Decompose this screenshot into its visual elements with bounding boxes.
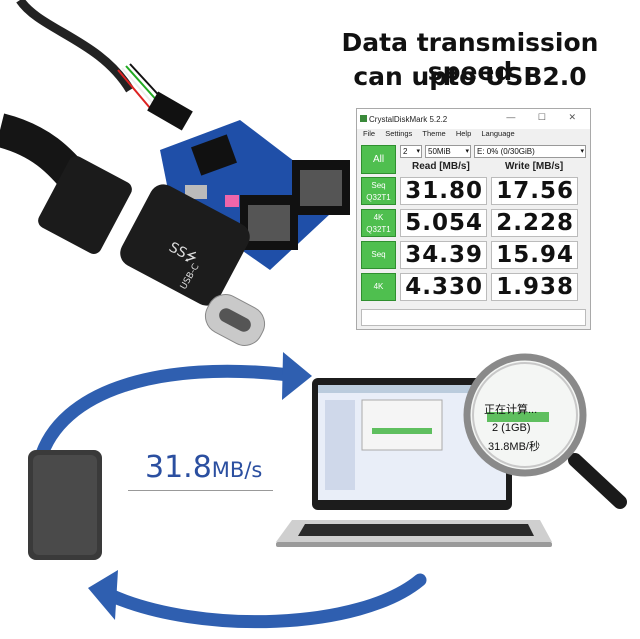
read-value-seq-q32t1: 31.80 [400, 177, 487, 205]
seq-q32t1-button[interactable]: Seq Q32T1 [361, 177, 396, 205]
row-label-top: 4K [373, 213, 384, 222]
read-value-seq: 34.39 [400, 241, 487, 269]
arrow-bottom [103, 573, 427, 629]
adapter-body [120, 184, 250, 306]
wire-red [117, 69, 151, 109]
transfer-illustration [28, 352, 627, 629]
drive-value: E: 0% (0/30GiB) [477, 147, 535, 156]
magnifier-status: 正在计算... [484, 404, 538, 416]
crystaldiskmark-window: CrystalDiskMark 5.2.2 — ☐ ✕ File Setting… [356, 108, 591, 330]
seq-button[interactable]: Seq [361, 241, 396, 269]
pcb-cap [225, 195, 239, 207]
usb-a-plug [38, 156, 132, 254]
menu-settings[interactable]: Settings [385, 129, 413, 138]
magnifier-speed: 31.8MB/秒 [488, 441, 540, 453]
row-label-top: Seq [371, 250, 386, 259]
cdm-comment-field[interactable] [361, 309, 586, 326]
menu-language[interactable]: Language [481, 129, 515, 138]
write-value-seq: 15.94 [491, 241, 578, 269]
menu-file[interactable]: File [363, 129, 376, 138]
cdm-title: CrystalDiskMark 5.2.2 [369, 115, 448, 124]
speed-underline [128, 490, 273, 491]
chevron-down-icon: ▾ [580, 148, 584, 155]
wire-white [121, 67, 156, 107]
minimize-button[interactable]: — [506, 112, 526, 122]
read-header: Read [MB/s] [412, 161, 470, 172]
write-header: Write [MB/s] [505, 161, 564, 172]
write-value-4k: 1.938 [491, 273, 578, 301]
menu-theme[interactable]: Theme [422, 129, 446, 138]
row-label-top: Seq [371, 181, 386, 190]
maximize-button[interactable]: ☐ [537, 112, 556, 122]
cdm-menu-bar: File Settings Theme Help Language [357, 129, 517, 141]
row-label-top: 4K [373, 282, 384, 291]
arrow-top [33, 364, 297, 467]
close-button[interactable]: ✕ [568, 112, 586, 122]
transfer-speed-label: 31.8MB/s [145, 450, 262, 485]
window-buttons: — ☐ ✕ [506, 112, 586, 123]
write-value-seq-q32t1: 17.56 [491, 177, 578, 205]
pcb-header-small [191, 134, 237, 176]
cdm-title-bar: CrystalDiskMark 5.2.2 — ☐ ✕ [357, 109, 590, 129]
product-illustration: SS⭍ USB-C [0, 0, 350, 346]
arrow-head-right-icon [282, 352, 312, 400]
size-select[interactable]: 50MiB ▾ [425, 145, 471, 158]
read-value-4k: 4.330 [400, 273, 487, 301]
4k-button[interactable]: 4K [361, 273, 396, 301]
read-value-4k-q32t1: 5.054 [400, 209, 487, 237]
thin-cable [16, 0, 134, 93]
count-value: 2 [403, 147, 408, 156]
drive-select[interactable]: E: 0% (0/30GiB) ▾ [474, 145, 586, 158]
chevron-down-icon: ▾ [416, 148, 420, 155]
headline-line-2: can upto USB2.0 [353, 62, 587, 91]
menu-help[interactable]: Help [455, 129, 472, 138]
wire-green [125, 65, 161, 105]
wire-plug [147, 91, 193, 131]
cdm-app-icon [360, 115, 367, 122]
chevron-down-icon: ▾ [465, 148, 469, 155]
write-value-4k-q32t1: 2.228 [491, 209, 578, 237]
count-select[interactable]: 2 ▾ [400, 145, 422, 158]
size-value: 50MiB [428, 147, 451, 156]
headline-line-1: Data transmission speed [341, 28, 599, 86]
pcb-crystal [185, 185, 207, 199]
4k-q32t1-button[interactable]: 4K Q32T1 [361, 209, 396, 237]
arrow-head-left-icon [88, 570, 118, 620]
speed-unit: MB/s [211, 458, 263, 482]
row-label-bottom: Q32T1 [366, 193, 391, 202]
row-label-bottom: Q32T1 [366, 225, 391, 234]
magnifier-size: 2 (1GB) [492, 422, 531, 434]
all-button[interactable]: All [361, 145, 396, 174]
magnifier-handle [568, 453, 627, 509]
speed-value: 31.8 [145, 450, 212, 485]
